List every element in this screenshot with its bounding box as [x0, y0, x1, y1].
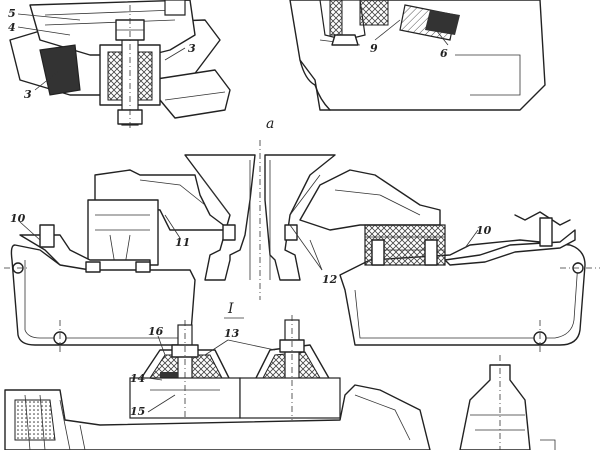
label-10-right: 10: [476, 224, 492, 237]
middle-left-body: [4, 169, 231, 355]
bottom-assembly: [4, 355, 556, 450]
section-I-label: I: [227, 301, 234, 317]
subfigure-a-label: а: [266, 116, 274, 132]
top-left-mount-assembly: [9, 0, 231, 130]
label-6: 6: [440, 47, 448, 60]
top-right-leaders: [374, 19, 449, 46]
label-13: 13: [224, 327, 240, 340]
label-9: 9: [370, 42, 378, 55]
middle-leaders: [19, 214, 479, 271]
label-12: 12: [322, 273, 338, 286]
label-5: 5: [8, 7, 16, 20]
label-14: 14: [130, 372, 145, 385]
label-3-right: 3: [188, 42, 196, 55]
label-15: 15: [130, 405, 145, 418]
middle-right-body: [299, 169, 600, 355]
middle-center-cones: [184, 140, 336, 300]
top-right-housing-assembly: [289, 0, 546, 111]
label-16: 16: [148, 325, 164, 338]
label-3-left: 3: [24, 88, 32, 101]
top-left-leaders: [17, 13, 186, 91]
label-11: 11: [175, 236, 190, 249]
label-4: 4: [8, 21, 16, 34]
lower-mounts: [129, 315, 341, 420]
lower-leaders: [147, 335, 276, 413]
label-10-left: 10: [10, 212, 26, 225]
